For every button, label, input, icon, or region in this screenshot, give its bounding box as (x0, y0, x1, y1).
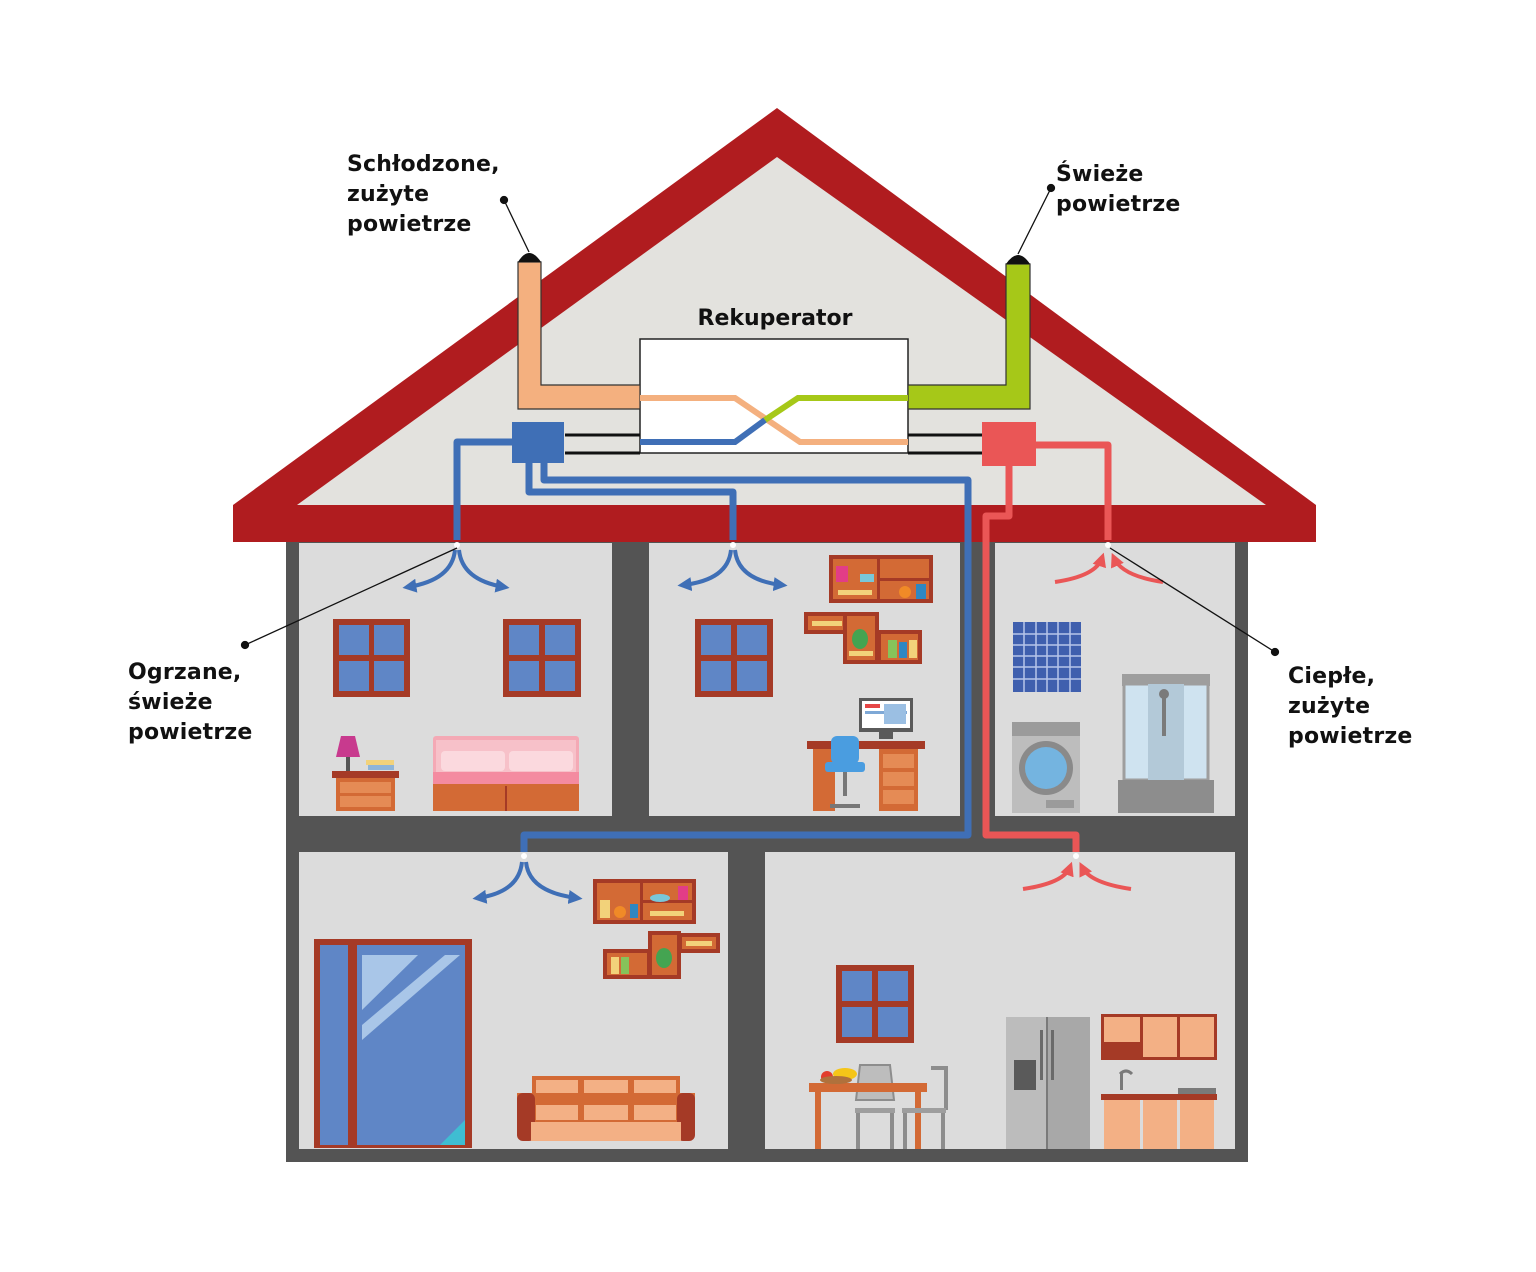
label-recuperator: Rekuperator (697, 306, 853, 331)
supply-vent-bedroom (402, 542, 510, 593)
label-exhaust-air: Schłodzone, zużyte powietrze (347, 152, 500, 237)
roof (233, 108, 1316, 542)
extract-vent-kitchen (1022, 853, 1132, 891)
supply-duct-office (525, 463, 737, 540)
window-icon (503, 619, 581, 697)
fresh-flow-line (763, 395, 908, 423)
window-icon (836, 965, 914, 1043)
extract-duct-kitchen (982, 466, 1080, 852)
extract-ducts (982, 441, 1112, 852)
bed-icon (433, 736, 579, 811)
extract-vent-bathroom (1054, 542, 1164, 584)
leader-dot (499, 195, 509, 205)
window-icon (333, 619, 410, 697)
tile-window-icon (1013, 622, 1081, 692)
shower-icon (1118, 674, 1214, 813)
attic (297, 157, 1266, 505)
leader-dot (1046, 183, 1056, 193)
leader-lines (240, 183, 1280, 657)
desk-icon (807, 698, 925, 811)
washing-machine-icon (1012, 722, 1080, 813)
window-icon (695, 619, 773, 697)
label-fresh-air: Świeże powietrze (1056, 162, 1181, 217)
fresh-duct (640, 255, 1031, 445)
label-supply-air: Ogrzane, świeże powietrze (128, 660, 253, 745)
leader-extract (1109, 547, 1276, 653)
dining-table-icon (809, 1064, 948, 1149)
supply-ducts (453, 438, 972, 852)
bookshelf-icon (804, 555, 933, 664)
kitchen-cabinets-icon (1101, 1014, 1217, 1149)
leader-dot (240, 640, 250, 650)
refrigerator-icon (1006, 1017, 1090, 1149)
fresh-cap (1006, 255, 1030, 264)
supply-vent-office (677, 542, 788, 592)
label-extract-air: Ciepłe, zużyte powietrze (1288, 664, 1413, 749)
supply-vent-living (472, 853, 583, 904)
extract-distributor (982, 422, 1036, 466)
supply-flow-line (640, 417, 767, 445)
sofa-icon (517, 1076, 695, 1141)
supply-duct-bedroom (453, 438, 512, 540)
leader-fresh (1017, 187, 1052, 255)
supply-duct-living (520, 463, 972, 852)
leader-exhaust (503, 199, 530, 253)
supply-distributor (512, 422, 564, 463)
leader-dot (1270, 647, 1280, 657)
extract-duct-bathroom (1036, 441, 1112, 540)
leader-supply (244, 547, 458, 646)
balcony-door-icon (314, 939, 472, 1148)
exhaust-cap (518, 253, 541, 262)
nightstand-icon (332, 736, 399, 811)
bookshelf-icon (593, 879, 720, 979)
